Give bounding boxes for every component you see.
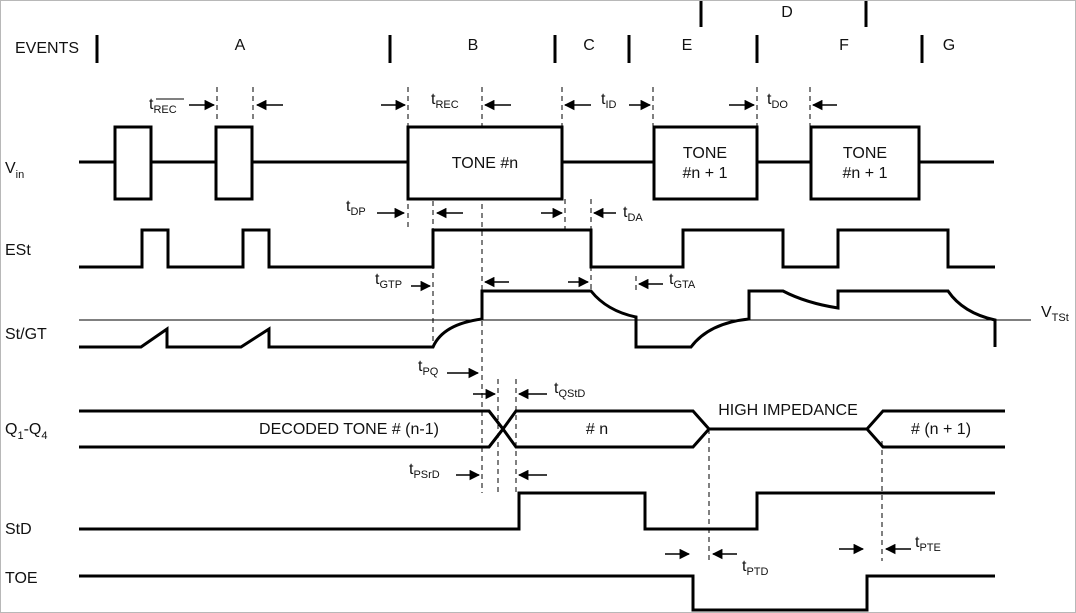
tqstd-label: tQStD bbox=[554, 380, 585, 400]
q-bus-waveform: DECODED TONE # (n-1) # n HIGH IMPEDANCE … bbox=[79, 402, 1005, 449]
vin-waveform: TONE #n TONE #n + 1 TONE #n + 1 bbox=[79, 125, 994, 201]
tone-e-label-2: #n + 1 bbox=[683, 165, 728, 182]
tgta-label: tGTA bbox=[669, 271, 696, 291]
event-c-label: C bbox=[583, 37, 595, 54]
signal-std-label: StD bbox=[5, 521, 32, 538]
std-waveform bbox=[79, 491, 995, 531]
tgtp-label: tGTP bbox=[375, 271, 402, 291]
signal-names: Vin ESt St/GT Q1-Q4 StD TOE VTSt bbox=[5, 160, 1069, 587]
vtst-label: VTSt bbox=[1041, 304, 1069, 324]
tone-e-label-1: TONE bbox=[683, 145, 727, 162]
event-e-label: E bbox=[682, 37, 693, 54]
tone-b-label: TONE #n bbox=[452, 155, 518, 172]
tpq-label: tPQ bbox=[418, 358, 439, 378]
trec-bar-label: tREC bbox=[149, 96, 177, 116]
tone-b-box bbox=[406, 125, 564, 201]
stgt-waveform bbox=[79, 289, 997, 349]
signal-stgt-label: St/GT bbox=[5, 326, 47, 343]
tptd-label: tPTD bbox=[742, 558, 769, 578]
tone-e-box bbox=[652, 125, 759, 201]
tone-f-label-2: #n + 1 bbox=[843, 165, 888, 182]
signal-toe-label: TOE bbox=[5, 570, 38, 587]
bus-decoded-next-label: # (n + 1) bbox=[911, 421, 971, 438]
signal-q-label: Q1-Q4 bbox=[5, 421, 47, 442]
bus-decoded-n-label: # n bbox=[586, 421, 608, 438]
signal-est-label: ESt bbox=[5, 242, 31, 259]
trec-label: tREC bbox=[431, 91, 459, 111]
events-label: EVENTS bbox=[15, 40, 79, 57]
tda-label: tDA bbox=[623, 204, 643, 224]
timing-arrows bbox=[189, 99, 911, 560]
event-f-label: F bbox=[839, 37, 849, 54]
event-b-label: B bbox=[468, 37, 479, 54]
bus-high-impedance-label: HIGH IMPEDANCE bbox=[718, 402, 858, 419]
bus-decoded-prev-label: DECODED TONE # (n-1) bbox=[259, 421, 439, 438]
signal-vin-label: Vin bbox=[5, 160, 24, 181]
tone-f-label-1: TONE bbox=[843, 145, 887, 162]
tid-label: tID bbox=[601, 91, 617, 111]
event-a-label: A bbox=[235, 37, 246, 54]
est-waveform bbox=[79, 228, 995, 269]
event-separators bbox=[95, 1, 924, 63]
tdo-label: tDO bbox=[767, 91, 788, 111]
event-g-label: G bbox=[943, 37, 955, 54]
event-d-label: D bbox=[781, 4, 793, 21]
tpte-label: tPTE bbox=[915, 534, 941, 554]
toe-waveform bbox=[79, 574, 995, 612]
vin-short-pulse bbox=[113, 125, 153, 201]
tpsrd-label: tPSrD bbox=[409, 461, 440, 481]
tone-f-box bbox=[809, 125, 921, 201]
vin-short-pulse bbox=[214, 125, 254, 201]
timing-labels: tREC tREC tID tDO tDP tDA tGTP tGTA tPQ … bbox=[149, 91, 941, 578]
tdp-label: tDP bbox=[346, 198, 366, 218]
